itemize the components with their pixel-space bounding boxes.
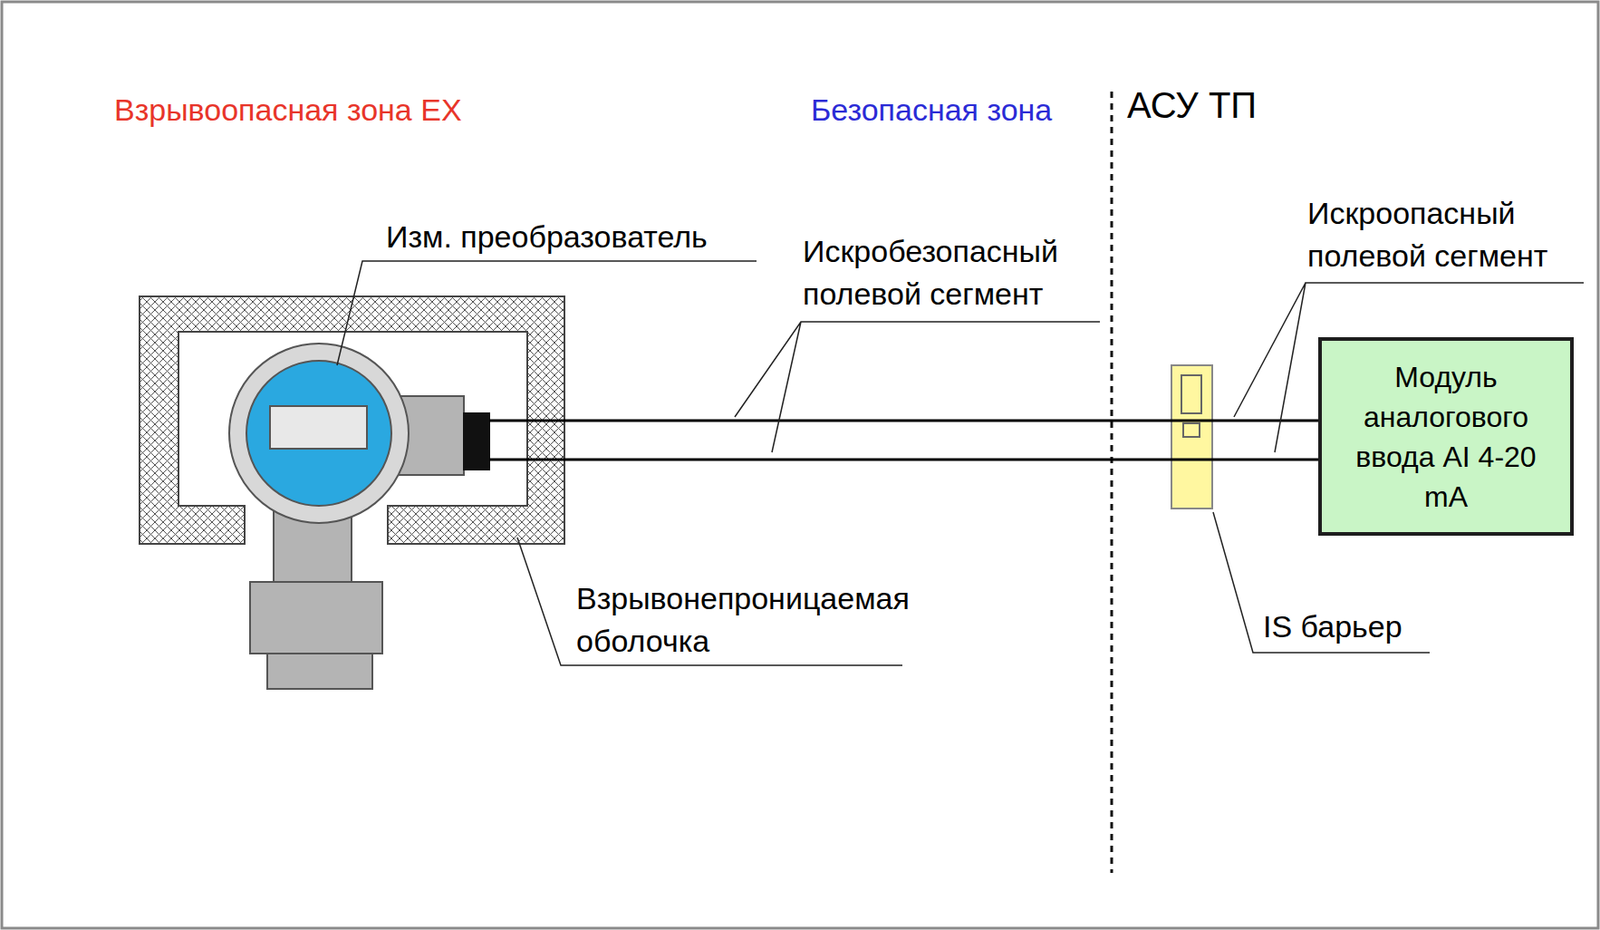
box-label: Модуль аналогового ввода AI 4-20 mA [1330, 356, 1562, 517]
zone-divider [1110, 91, 1114, 873]
leader-line [337, 260, 757, 366]
zone-label: Безопасная зона [810, 88, 1110, 132]
system-label: АСУ ТП [1127, 84, 1309, 127]
segment-label: Искроопасный полевой сегмент [1307, 192, 1598, 278]
transmitter [229, 343, 490, 689]
segment-label: Искробезопасный полевой сегмент [802, 230, 1111, 316]
leader-line [1233, 282, 1584, 453]
process-box: Модуль аналогового ввода AI 4-20 mA [1318, 337, 1574, 536]
part-label: Изм. преобразователь [385, 215, 767, 259]
signal-wire [489, 419, 1319, 423]
signal-wire [489, 458, 1319, 462]
zone-title: Взрывоопасная зона EX [114, 88, 463, 132]
part-label: IS барьер [1262, 605, 1445, 648]
part-label: Взрывонепроницаемая оболочка [576, 577, 975, 663]
leader-line [734, 321, 1100, 453]
zone-shape [34, 47, 977, 836]
is-barrier [1171, 365, 1213, 509]
